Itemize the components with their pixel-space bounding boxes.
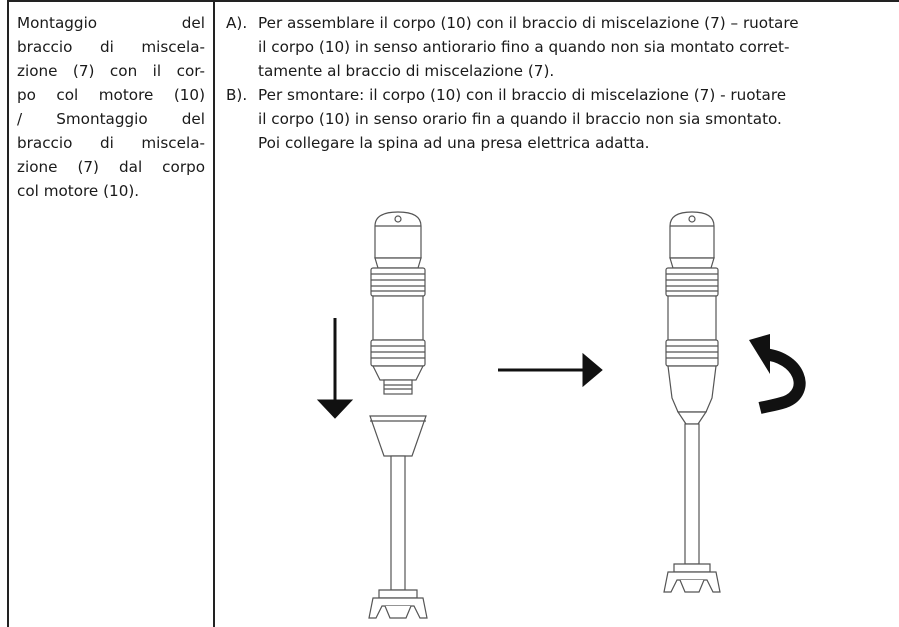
blender-assembled-right (663, 211, 721, 593)
step-title-line: po col motore (10) (17, 86, 205, 104)
rotate-arrow-icon (749, 334, 806, 414)
step-title-cell: Montaggio del braccio di miscela- zione … (17, 11, 205, 203)
right-arrow-icon (498, 352, 603, 388)
step-title-line: zione (7) dal corpo (17, 158, 205, 176)
instruction-line: Per smontare: il corpo (10) con il bracc… (258, 86, 787, 104)
step-title-line: / Smontaggio del (17, 110, 205, 128)
step-title-line: zione (7) con il cor- (17, 62, 205, 80)
column-divider (213, 0, 215, 627)
down-arrow-icon (316, 318, 354, 419)
item-marker: A). (226, 14, 248, 32)
instruction-item-b: B). Per smontare: il corpo (10) con il b… (226, 83, 892, 155)
instruction-line: Per assemblare il corpo (10) con il brac… (258, 14, 799, 32)
table-left-border (7, 0, 9, 627)
instructions-cell: A). Per assemblare il corpo (10) con il … (226, 11, 892, 155)
blender-body-motor-left (370, 211, 426, 395)
instruction-line: il corpo (10) in senso antiorario fino a… (258, 38, 790, 56)
instruction-item-a: A). Per assemblare il corpo (10) con il … (226, 11, 892, 83)
step-title-line: Montaggio del (17, 14, 205, 32)
instruction-line: Poi collegare la spina ad una presa elet… (258, 134, 650, 152)
assembly-illustration (316, 211, 806, 619)
instruction-line: il corpo (10) in senso orario fin a quan… (258, 110, 782, 128)
blending-arm-left (368, 415, 428, 619)
item-marker: B). (226, 86, 248, 104)
instruction-line: tamente al braccio di miscelazione (7). (258, 62, 555, 80)
table-top-border (7, 0, 899, 2)
step-title-line: col motore (10). (17, 182, 140, 200)
step-title-line: braccio di miscela- (17, 134, 205, 152)
step-title-line: braccio di miscela- (17, 38, 205, 56)
